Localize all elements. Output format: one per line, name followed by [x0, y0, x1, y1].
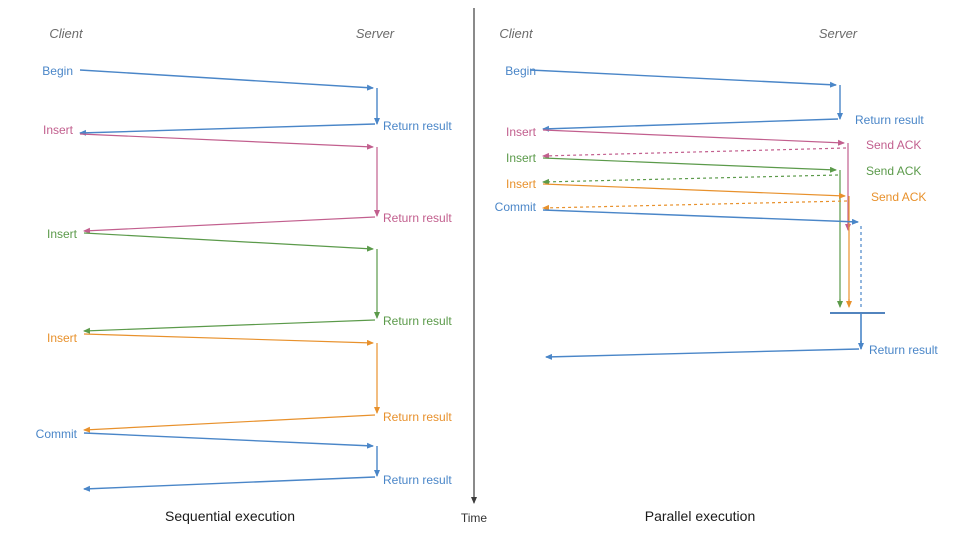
msg-return-result-4 — [83, 414, 376, 433]
left-server-label-return-5: Return result — [383, 473, 452, 487]
right-client-label-insert-1: Insert — [506, 125, 537, 139]
left-server-header: Server — [356, 26, 395, 41]
right-server-label-ack-2: Send ACK — [866, 164, 921, 178]
right-server-label-return-1: Return result — [855, 113, 924, 127]
right-panel-parallel: Begin Insert Insert Insert Commit Return… — [495, 64, 939, 524]
r-msg-insert-1-request — [542, 129, 851, 231]
left-panel-caption: Sequential execution — [165, 508, 295, 524]
r-msg-return-result-final — [545, 348, 860, 360]
right-client-label-insert-3: Insert — [506, 177, 537, 191]
r-parallel-join-bar — [830, 312, 885, 350]
right-client-label-commit: Commit — [495, 200, 537, 214]
r-msg-send-ack-1 — [542, 147, 847, 159]
r-msg-return-result-1 — [542, 118, 839, 132]
r-msg-send-ack-3 — [542, 200, 848, 211]
left-client-label-insert-2: Insert — [47, 227, 78, 241]
left-client-header: Client — [49, 26, 84, 41]
left-client-label-commit: Commit — [36, 427, 78, 441]
msg-insert-2-request — [83, 232, 380, 319]
msg-insert-1-request — [79, 133, 380, 217]
right-server-label-ack-1: Send ACK — [866, 138, 921, 152]
left-server-label-return-3: Return result — [383, 314, 452, 328]
msg-return-result-1 — [79, 123, 376, 136]
right-panel-caption: Parallel execution — [645, 508, 756, 524]
right-server-label-ack-3: Send ACK — [871, 190, 926, 204]
left-server-label-return-1: Return result — [383, 119, 452, 133]
time-axis-label: Time — [461, 511, 488, 525]
right-server-label-return-2: Return result — [869, 343, 938, 357]
left-server-label-return-4: Return result — [383, 410, 452, 424]
time-axis: Time — [461, 8, 488, 525]
msg-begin-request — [79, 69, 380, 125]
r-msg-send-ack-2 — [542, 174, 839, 185]
right-server-header: Server — [819, 26, 858, 41]
r-msg-insert-2-request — [542, 157, 843, 308]
left-client-label-begin: Begin — [42, 64, 73, 78]
right-client-label-begin: Begin — [505, 64, 536, 78]
msg-return-result-3 — [83, 319, 376, 334]
left-panel-sequential: Begin Insert Insert Insert Commit Return… — [36, 64, 453, 524]
msg-return-result-5 — [83, 476, 376, 492]
r-msg-insert-3-request — [542, 183, 852, 308]
r-msg-begin-request — [529, 69, 843, 120]
left-client-label-insert-1: Insert — [43, 123, 74, 137]
left-client-label-insert-3: Insert — [47, 331, 78, 345]
msg-return-result-2 — [83, 216, 376, 234]
r-msg-commit-request — [542, 209, 862, 310]
left-server-label-return-2: Return result — [383, 211, 452, 225]
msg-insert-3-request — [83, 333, 380, 414]
right-client-label-insert-2: Insert — [506, 151, 537, 165]
msg-commit-request — [83, 432, 380, 477]
right-client-header: Client — [499, 26, 534, 41]
